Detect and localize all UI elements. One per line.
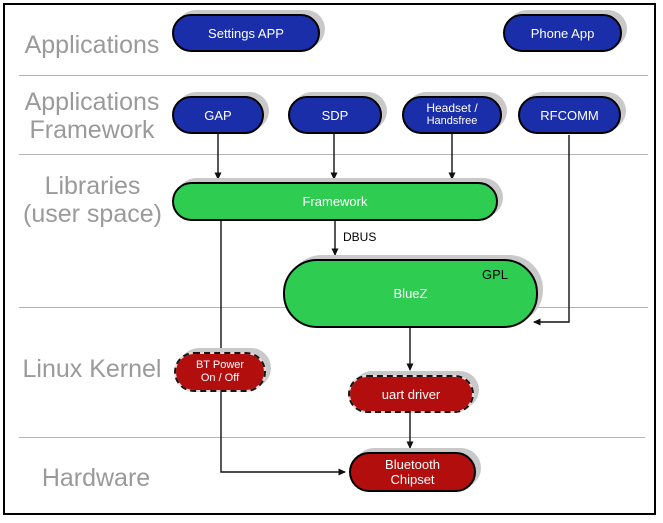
node-uart-driver: uart driver bbox=[348, 375, 474, 413]
layer-label-libraries-line2: (user space) bbox=[23, 200, 162, 228]
dbus-edge-label: DBUS bbox=[343, 230, 377, 244]
node-framework: Framework bbox=[172, 182, 498, 221]
layer-label-libraries-line1: Libraries bbox=[44, 172, 141, 200]
node-rfcomm-label: RFCOMM bbox=[540, 107, 599, 123]
layer-label-applications-framework-line1: Applications bbox=[24, 88, 160, 116]
node-framework-label: Framework bbox=[302, 194, 368, 209]
bluez-gpl-note: GPL bbox=[481, 267, 508, 282]
node-sdp: SDP bbox=[288, 96, 382, 134]
arrow-rfcomm-to-bluez bbox=[533, 135, 570, 326]
layer-label-applications-framework-line2: Framework bbox=[29, 116, 155, 144]
node-phone-app-label: Phone App bbox=[530, 25, 595, 41]
node-uart-driver-label: uart driver bbox=[381, 386, 441, 402]
node-headset-handsfree: Headset / Handsfree bbox=[402, 96, 502, 134]
node-settings-app: Settings APP bbox=[172, 14, 320, 52]
node-bluetooth-chipset-line2: Chipset bbox=[390, 472, 435, 487]
node-bluetooth-chipset: Bluetooth Chipset bbox=[349, 452, 476, 492]
node-sdp-label: SDP bbox=[321, 107, 349, 123]
node-headset-line2: Handsfree bbox=[426, 115, 478, 127]
separator-applications bbox=[19, 75, 648, 76]
node-phone-app: Phone App bbox=[503, 14, 622, 52]
layer-label-hardware: Hardware bbox=[41, 464, 151, 492]
node-gap-label: GAP bbox=[204, 107, 232, 123]
node-bluetooth-chipset-line1: Bluetooth bbox=[385, 457, 440, 472]
separator-kernel-hardware bbox=[19, 437, 645, 438]
node-headset-line1: Headset / bbox=[426, 101, 478, 115]
node-bluez: BlueZ GPL bbox=[283, 259, 538, 328]
node-bt-power-line2: On / Off bbox=[200, 372, 240, 384]
node-bt-power: BT Power On / Off bbox=[174, 352, 266, 392]
layer-label-libraries: Libraries (user space) bbox=[10, 172, 175, 228]
arrow-framework-to-chipset-power bbox=[220, 221, 346, 476]
node-gap: GAP bbox=[172, 96, 264, 134]
layer-label-applications-framework: Applications Framework bbox=[18, 88, 166, 144]
node-rfcomm: RFCOMM bbox=[518, 96, 621, 134]
layer-label-linux-kernel: Linux Kernel bbox=[22, 355, 162, 383]
node-bt-power-line1: BT Power bbox=[195, 359, 245, 371]
layer-label-applications: Applications bbox=[24, 31, 160, 59]
node-settings-app-label: Settings APP bbox=[208, 25, 284, 41]
node-bluez-label: BlueZ bbox=[393, 286, 428, 301]
